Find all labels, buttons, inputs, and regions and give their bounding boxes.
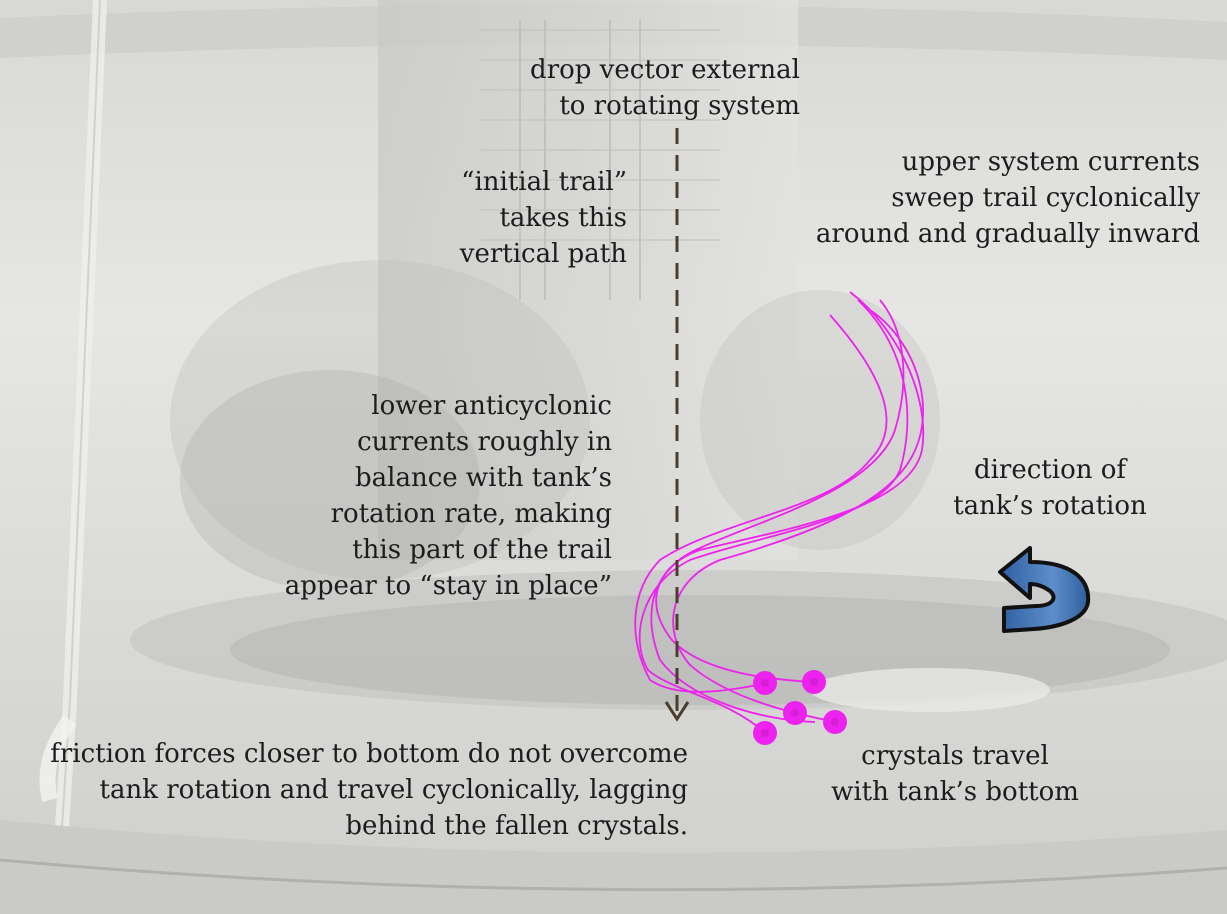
initial-trail-label: “initial trail” takes this vertical path	[380, 164, 627, 272]
drop-vector-label: drop vector external to rotating system	[470, 52, 800, 124]
crystals-label: crystals travel with tank’s bottom	[800, 738, 1110, 810]
upper-currents-label: upper system currents sweep trail cyclon…	[720, 144, 1200, 252]
rotation-direction-label: direction of tank’s rotation	[930, 452, 1170, 524]
lower-currents-label: lower anticyclonic currents roughly in b…	[210, 388, 612, 604]
friction-label: friction forces closer to bottom do not …	[0, 736, 688, 844]
